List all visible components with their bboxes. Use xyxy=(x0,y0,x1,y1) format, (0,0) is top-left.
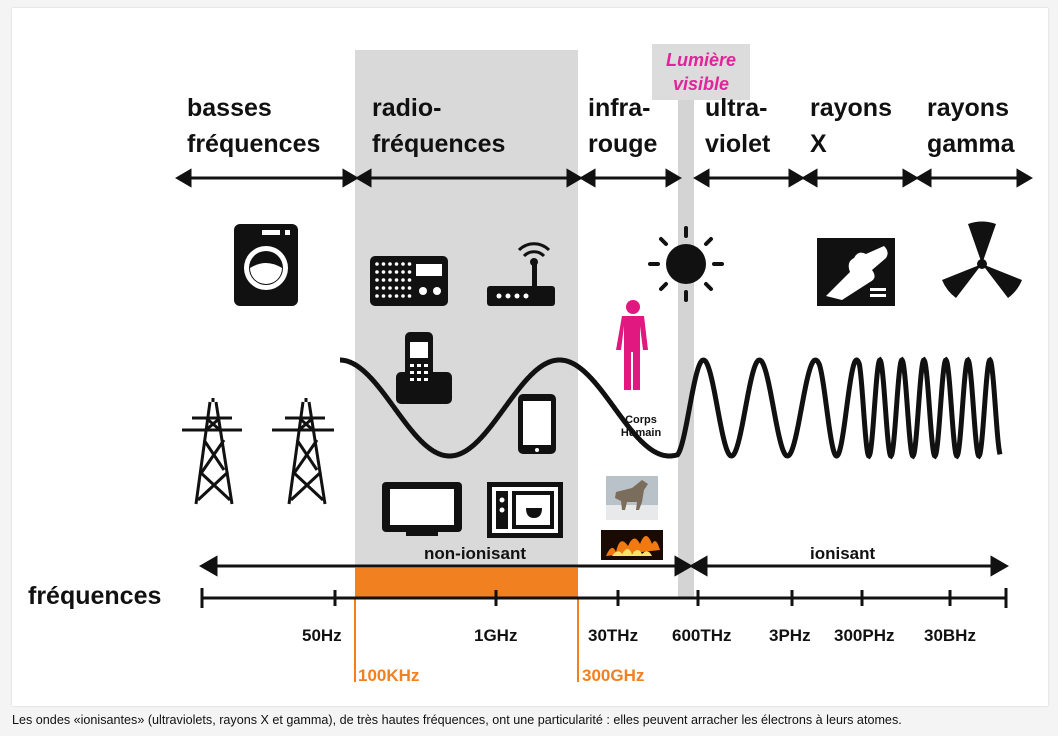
radio-speaker-dot xyxy=(381,270,386,274)
tv-icon xyxy=(382,482,462,536)
radio-speaker-dot xyxy=(381,294,386,298)
radio-speaker-dot xyxy=(375,262,379,266)
radio-speaker-dot xyxy=(407,278,412,282)
sun-icon xyxy=(648,226,724,302)
band-line1: rayons xyxy=(927,94,1009,122)
band-line2: violet xyxy=(705,130,771,158)
visible-strip xyxy=(678,92,694,598)
radio-speaker-dot xyxy=(394,286,399,290)
radio-axis-highlight xyxy=(355,568,578,598)
ionising-arrows xyxy=(198,555,1010,577)
band-line2: gamma xyxy=(927,130,1015,158)
radio-speaker-dot xyxy=(388,294,392,298)
radio-speaker-dot xyxy=(407,270,412,274)
wolf-image xyxy=(606,476,658,520)
radio-speaker-dot xyxy=(394,294,399,298)
wave-line xyxy=(340,356,1003,460)
radio-speaker-dot xyxy=(381,262,386,266)
band-basses: basses fréquences xyxy=(187,90,320,162)
human-line2: Humain xyxy=(620,427,662,439)
radio-speaker-dot xyxy=(381,278,386,282)
tick-label: 1GHz xyxy=(474,626,518,645)
band-line2: rouge xyxy=(588,130,658,158)
band-arrows xyxy=(175,168,1033,188)
spectrum-diagram xyxy=(175,50,1033,682)
band-line2: fréquences xyxy=(187,130,321,158)
band-line1: basses xyxy=(187,94,272,122)
radio-icon xyxy=(370,256,448,306)
band-gamma: rayons gamma xyxy=(927,90,1015,162)
radio-speaker-dot xyxy=(388,286,392,290)
band-line2: fréquences xyxy=(372,130,506,158)
human-line1: Corps xyxy=(625,414,657,426)
radio-speaker-dot xyxy=(388,278,392,282)
radiation-icon xyxy=(942,221,1022,298)
frequency-axis xyxy=(200,588,1008,608)
tick-label: 3PHz xyxy=(769,626,811,645)
radio-speaker-dot xyxy=(388,262,392,266)
ionising-label: ionisant xyxy=(810,544,876,563)
band-line1: radio- xyxy=(372,94,442,122)
band-line1: rayons xyxy=(810,94,892,122)
radio-speaker-dot xyxy=(401,270,405,274)
microwave-icon xyxy=(487,482,563,538)
band-radio: radio-fréquences xyxy=(372,90,505,162)
tick-label: 30BHz xyxy=(924,626,976,645)
pylon-icon xyxy=(272,398,334,505)
radio-speaker-dot xyxy=(394,278,399,282)
radio-speaker-dot xyxy=(401,294,405,298)
visible-line2: visible xyxy=(672,74,730,94)
band-line2: X xyxy=(810,130,827,158)
visible-line1: Lumière xyxy=(665,50,737,70)
radio-speaker-dot xyxy=(401,262,405,266)
radio-speaker-dot xyxy=(381,286,386,290)
radio-speaker-dot xyxy=(375,270,379,274)
radio-speaker-dot xyxy=(401,278,405,282)
tick-label: 50Hz xyxy=(302,626,342,645)
axis-title: fréquences xyxy=(28,582,162,610)
radio-speaker-dot xyxy=(401,286,405,290)
pylon-icon xyxy=(182,398,242,505)
radio-speaker-dot xyxy=(394,270,399,274)
tick-label: 30THz xyxy=(588,626,639,645)
radio-speaker-dot xyxy=(407,262,412,266)
radio-speaker-dot xyxy=(407,286,412,290)
radio-speaker-dot xyxy=(375,294,379,298)
washing-machine-icon xyxy=(234,224,298,306)
band-line1: ultra- xyxy=(705,94,768,122)
xray-icon xyxy=(817,238,895,306)
diagram-card: Lumière visible basses fréquences radio-f… xyxy=(12,8,1048,706)
radio-speaker-dot xyxy=(375,278,379,282)
radio-speaker-dot xyxy=(388,270,392,274)
visible-light-label: Lumière visible xyxy=(652,44,750,100)
tick-label: 300PHz xyxy=(834,626,895,645)
cordless-phone-icon xyxy=(396,332,452,404)
router-icon xyxy=(487,242,555,306)
radio-speaker-dot xyxy=(407,294,412,298)
tick-label: 600THz xyxy=(672,626,732,645)
radio-speaker-dot xyxy=(375,286,379,290)
human-icon xyxy=(616,300,648,390)
caption: Les ondes «ionisantes» (ultraviolets, ra… xyxy=(12,713,902,727)
orange-tick-label: 300GHz xyxy=(582,666,645,685)
band-line1: infra- xyxy=(588,94,651,122)
non-ionising-label: non-ionisant xyxy=(424,544,526,563)
tablet-icon xyxy=(518,394,556,454)
fire-image xyxy=(601,530,663,560)
band-ultra: ultra-violet xyxy=(705,90,770,162)
orange-tick-label: 100KHz xyxy=(358,666,420,685)
band-infra: infra-rouge xyxy=(588,90,657,162)
radio-speaker-dot xyxy=(394,262,399,266)
